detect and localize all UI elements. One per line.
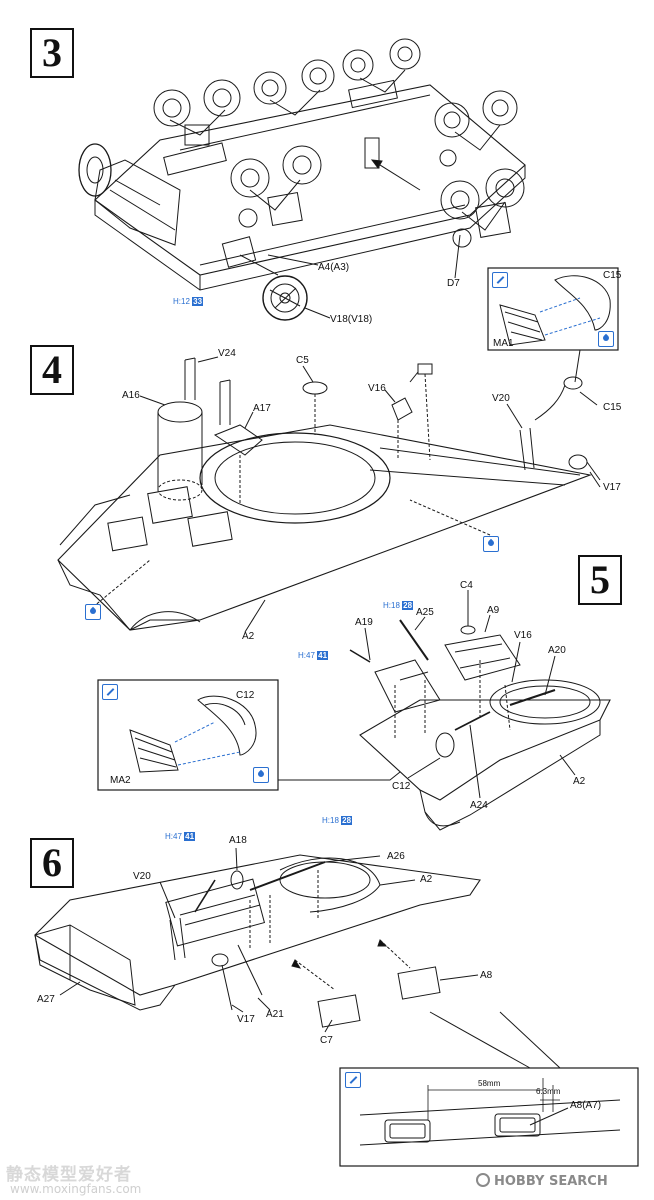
inset-label-a8: A8(A7) (570, 1100, 602, 1111)
bogie-front-right (342, 38, 421, 93)
cement-icon (345, 1072, 361, 1088)
paint-ref-step5-b: H:47 41 (298, 651, 329, 660)
part-label-v17: V17 (603, 482, 621, 493)
part-label-v16: V16 (368, 383, 386, 394)
paint-ref-step6-b: H:18 28 (322, 816, 353, 825)
part-label-c5: C5 (296, 355, 309, 366)
inset-label-ma1: MA1 (493, 338, 514, 349)
part-label-a2: A2 (420, 874, 433, 885)
part-label-v17: V17 (237, 1014, 255, 1025)
watermark-site-name: 静态模型爱好者 (6, 1165, 132, 1185)
paint-ref-step5-a: H:18 28 (383, 601, 414, 610)
step3-hull-drawing (78, 38, 526, 321)
step4-inset-drawing (97, 679, 401, 791)
watermark-url: www.moxingfans.com (10, 1182, 142, 1196)
watermark-hobby-search: HOBBY SEARCH (494, 1174, 608, 1189)
part-label-a19: A19 (355, 617, 373, 628)
bogie-rear-left (230, 145, 322, 228)
part-label-v24: V24 (218, 348, 236, 359)
cement-icon (102, 684, 118, 700)
part-label-a4: A4(A3) (318, 262, 350, 273)
part-label-v20: V20 (492, 393, 510, 404)
drill-hole-icon (85, 604, 101, 620)
part-label-a2: A2 (573, 776, 586, 787)
part-label-a18: A18 (229, 835, 247, 846)
step-number-4: 4 (30, 345, 74, 395)
dimension-58mm: 58mm (478, 1079, 501, 1088)
dimension-6-3mm: 6.3mm (536, 1087, 561, 1096)
part-label-a25: A25 (416, 607, 434, 618)
step6-inset-drawing (339, 1067, 639, 1167)
part-label-a20: A20 (548, 645, 566, 656)
part-label-v20: V20 (133, 871, 151, 882)
part-label-v18: V18(V18) (330, 314, 373, 325)
drop-icon (253, 767, 269, 783)
drop-icon (598, 331, 614, 347)
part-label-c7: C7 (320, 1035, 333, 1046)
inset-label-c12: C12 (236, 690, 255, 701)
part-label-a16: A16 (122, 390, 140, 401)
bogie-rear-right (440, 168, 525, 248)
step3-inset-drawing (487, 267, 619, 383)
bogie-front-left (153, 79, 241, 146)
part-label-a17: A17 (253, 403, 271, 414)
part-label-a27: A27 (37, 994, 55, 1005)
paint-ref-step6-a: H:47 41 (165, 832, 196, 841)
part-label-c12: C12 (392, 781, 411, 792)
part-label-a8: A8 (480, 970, 493, 981)
step4-hull-drawing (57, 356, 601, 633)
step5-hull-drawing (349, 590, 611, 831)
open-hole-icon (483, 536, 499, 552)
part-label-a26: A26 (387, 851, 405, 862)
cement-icon (492, 272, 508, 288)
part-label-a24: A24 (470, 800, 488, 811)
part-label-v16: V16 (514, 630, 532, 641)
hobby-search-logo-icon (476, 1173, 490, 1187)
part-label-a21: A21 (266, 1009, 284, 1020)
step-number-5: 5 (578, 555, 622, 605)
part-label-c4: C4 (460, 580, 473, 591)
part-label-a9: A9 (487, 605, 500, 616)
part-label-d7: D7 (447, 278, 460, 289)
bogie-front-mid (253, 59, 335, 116)
paint-ref-step3: H:12 33 (173, 297, 204, 306)
part-label-c15: C15 (603, 402, 622, 413)
inset-label-c15: C15 (603, 270, 622, 281)
step-number-6: 6 (30, 838, 74, 888)
part-label-a2: A2 (242, 631, 255, 642)
inset-label-ma2: MA2 (110, 775, 131, 786)
step-number-3: 3 (30, 28, 74, 78)
bogie-rear-mid (434, 90, 518, 167)
step6-hull-drawing (34, 847, 561, 1069)
